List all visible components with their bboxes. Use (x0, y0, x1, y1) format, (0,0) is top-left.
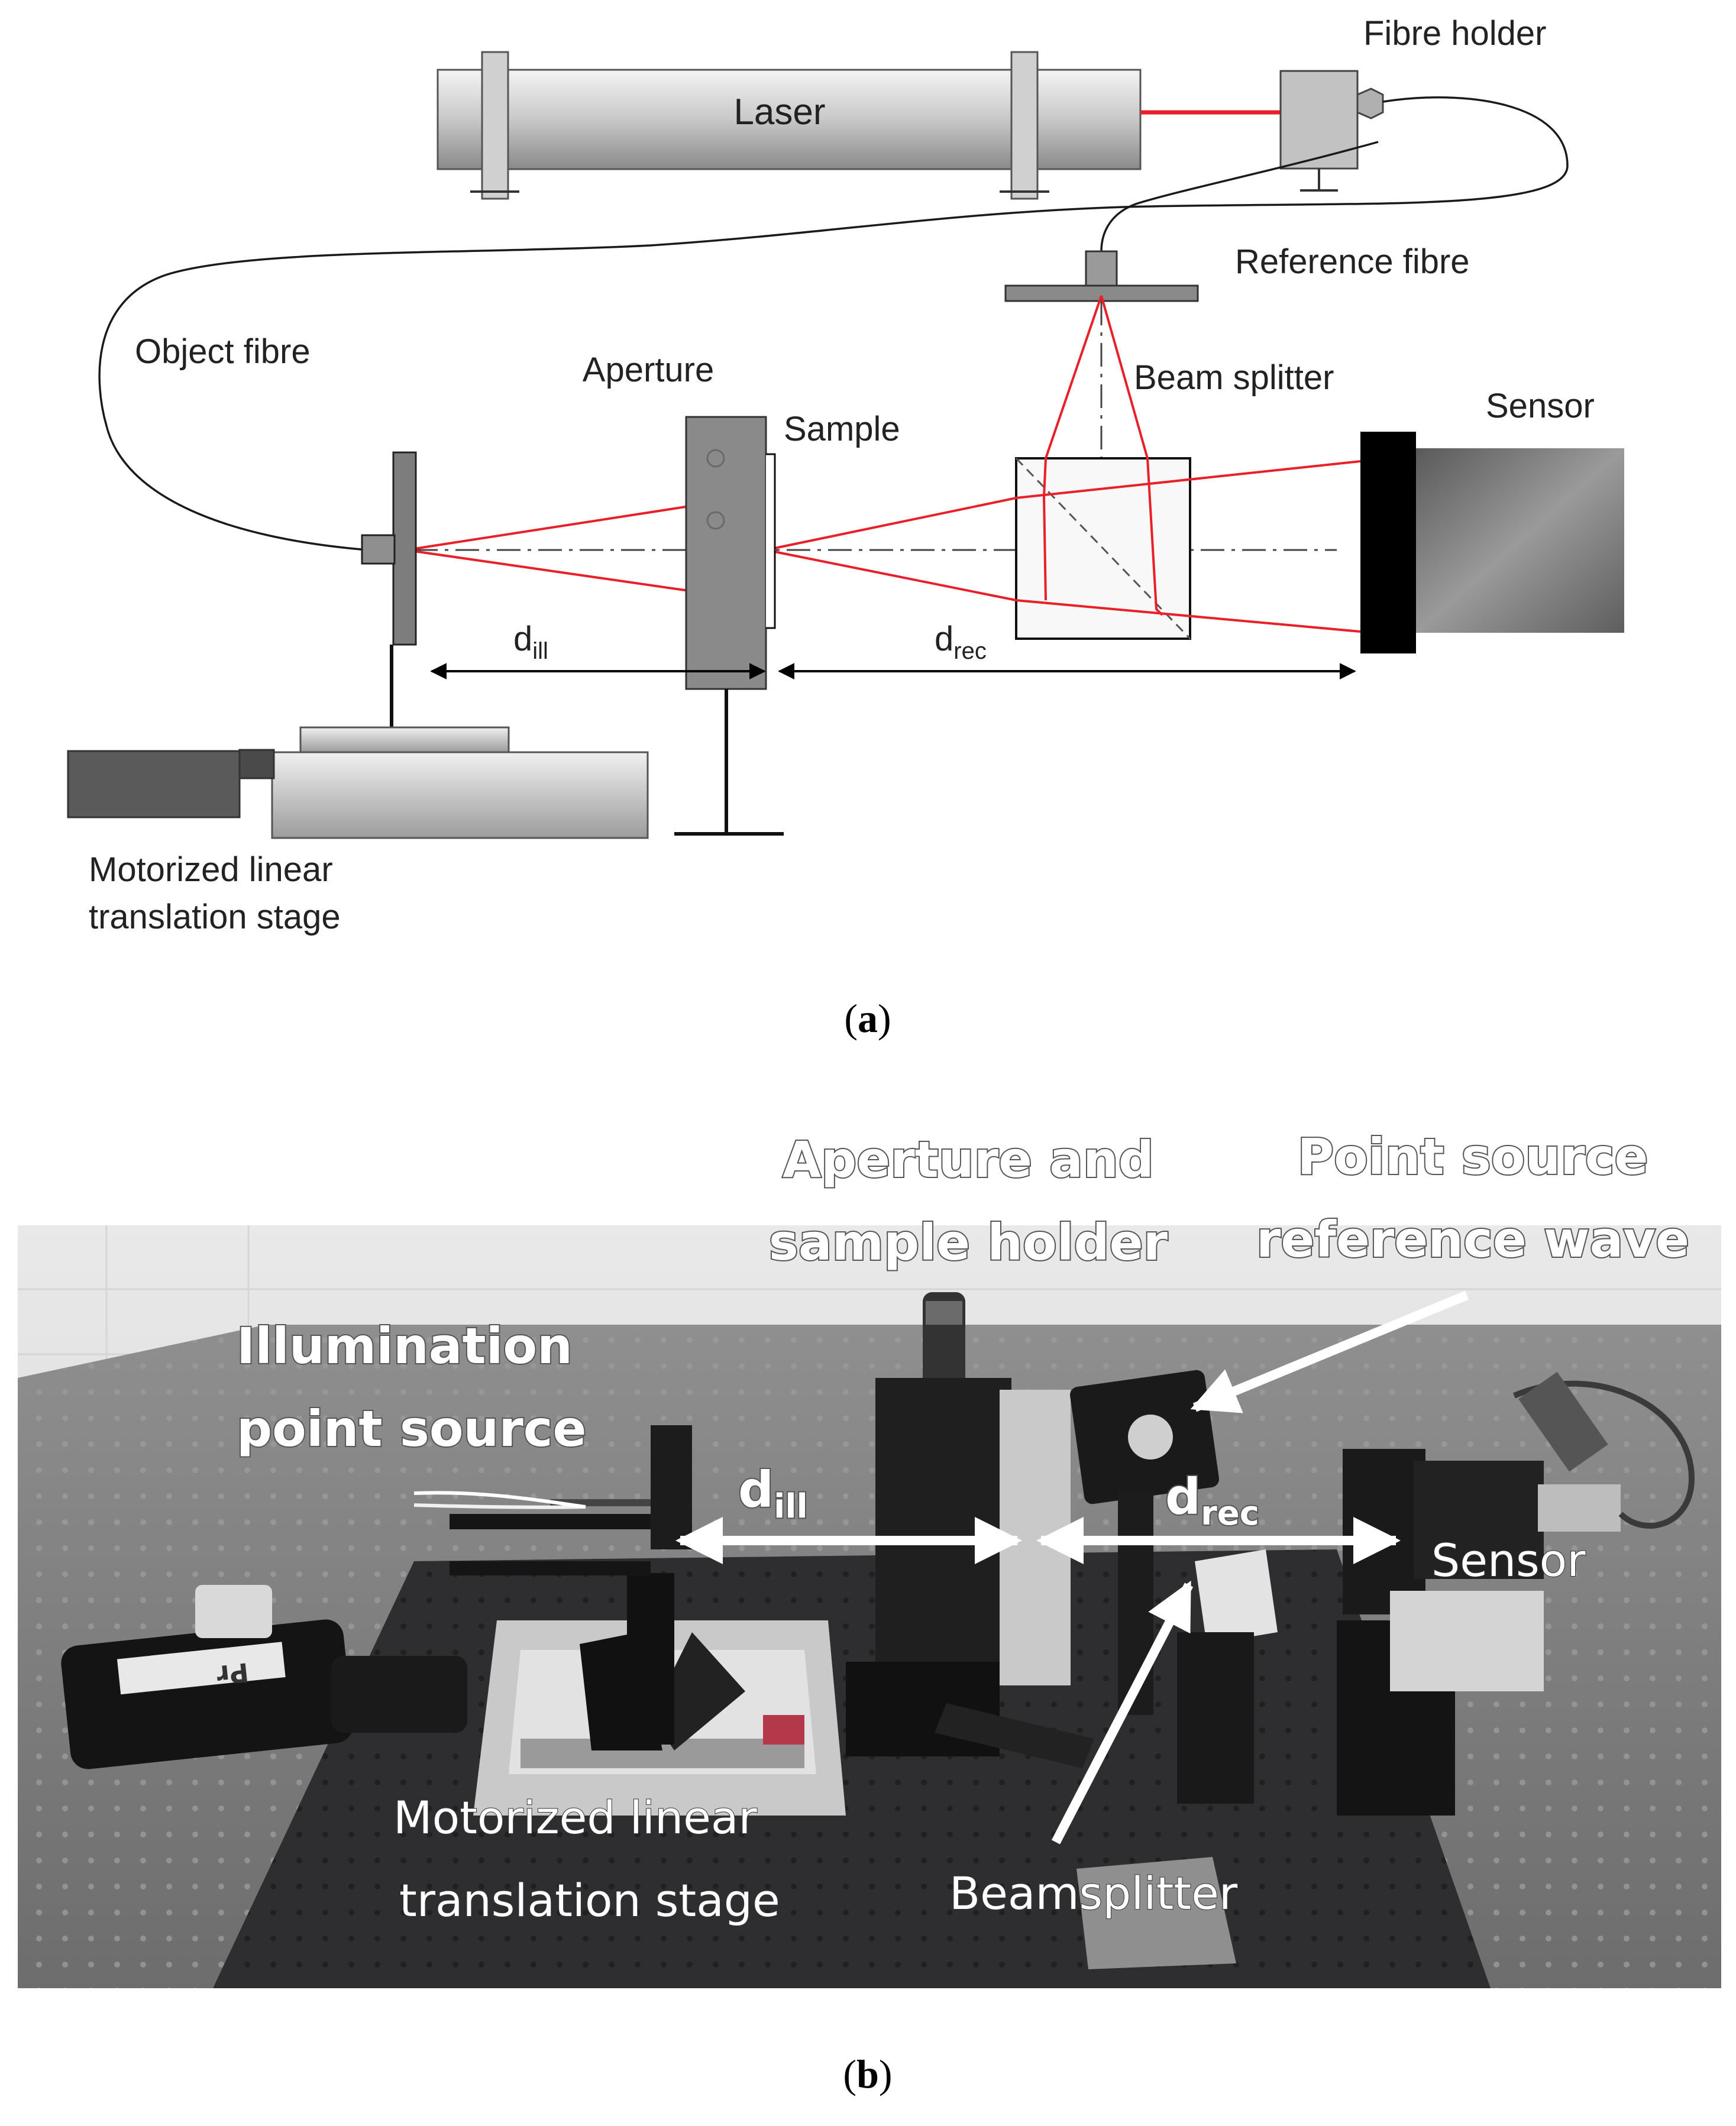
sensor: Sensor (1360, 387, 1624, 653)
caption-a: (a) (844, 996, 891, 1041)
panel-b-photo: Pr (18, 1127, 1721, 2096)
illumination-label-2: point source (237, 1400, 587, 1458)
beam-splitter-label: Beam splitter (1134, 358, 1334, 397)
reference-fibre-cable (1100, 141, 1379, 252)
motor: Pr (61, 1585, 467, 1769)
sample: Sample (766, 410, 900, 629)
fibre-holder-label: Fibre holder (1363, 14, 1546, 53)
aperture-holder-label-1: Aperture and (783, 1131, 1154, 1189)
beamsplitter-mount (1076, 1549, 1278, 1969)
caption-b: (b) (843, 2051, 892, 2096)
object-fibre (98, 96, 1569, 551)
photo-d-ill-label: dill (738, 1461, 808, 1526)
aperture: Aperture (583, 351, 784, 836)
stage-label-line2: translation stage (89, 898, 341, 936)
photo-beamsplitter-label: Beamsplitter (949, 1867, 1238, 1920)
object-fibre-label: Object fibre (135, 332, 311, 371)
photo-d-rec-label: drec (1165, 1468, 1259, 1533)
illumination-pointer (413, 1491, 586, 1509)
aperture-label: Aperture (583, 351, 714, 389)
photo-stage-label-2: translation stage (399, 1874, 780, 1927)
panel-a-schematic: Laser Fibre holder Reference fibre Objec… (67, 14, 1624, 1041)
reference-pointer (1190, 1290, 1469, 1413)
stage-label-line1: Motorized linear (89, 850, 333, 889)
photo-annotations: Aperture and sample holder Point source … (235, 1127, 1690, 1927)
reference-mount (1070, 1370, 1219, 1715)
aperture-holder-label-2: sample holder (769, 1214, 1168, 1271)
sample-label: Sample (784, 410, 900, 448)
distance-d-rec: drec (778, 620, 1356, 679)
illumination-label-1: Illumination (237, 1317, 573, 1375)
reference-fibre: Reference fibre (1004, 242, 1470, 302)
laser-label: Laser (733, 92, 825, 132)
laser: Laser (437, 51, 1142, 200)
beams (413, 295, 1361, 633)
reference-wave-label-1: Point source (1298, 1128, 1648, 1186)
motor-tag: Pr (215, 1656, 250, 1690)
d-rec-label: drec (935, 620, 987, 664)
illumination-holder (361, 451, 417, 730)
reference-wave-label-2: reference wave (1256, 1211, 1689, 1269)
photo-stage-label-1: Motorized linear (393, 1791, 758, 1844)
motorized-stage: Motorized linear translation stage (67, 726, 649, 936)
fibre-holder: Fibre holder (1279, 14, 1546, 192)
illumination-fibre (413, 1503, 586, 1509)
beam-splitter: Beam splitter (1015, 358, 1334, 640)
sensor-label: Sensor (1486, 387, 1595, 425)
photo-sensor-label: Sensor (1431, 1534, 1586, 1587)
beamsplitter-pointer (1051, 1580, 1194, 1845)
d-ill-label: dill (513, 620, 548, 664)
distance-d-ill: dill (430, 620, 766, 679)
reference-fibre-label: Reference fibre (1235, 242, 1470, 281)
